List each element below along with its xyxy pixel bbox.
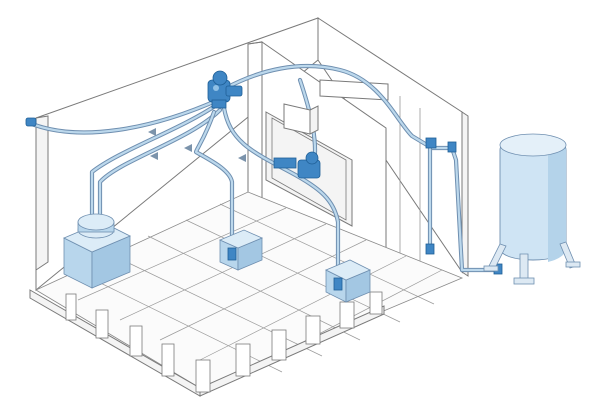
collector-bin-small-right xyxy=(325,259,371,303)
suction-pipe-network xyxy=(29,63,503,285)
collector-bin-large xyxy=(63,213,131,289)
central-vacuum-unit xyxy=(207,70,243,109)
left-wall xyxy=(35,115,49,271)
air-receiver-tank xyxy=(483,133,581,285)
flow-arrows xyxy=(148,128,246,162)
raised-floor xyxy=(35,191,464,389)
right-outer-wall xyxy=(461,111,469,277)
collector-bin-small-left xyxy=(218,229,264,271)
floor-support-posts xyxy=(65,291,383,393)
control-panel xyxy=(273,103,321,179)
